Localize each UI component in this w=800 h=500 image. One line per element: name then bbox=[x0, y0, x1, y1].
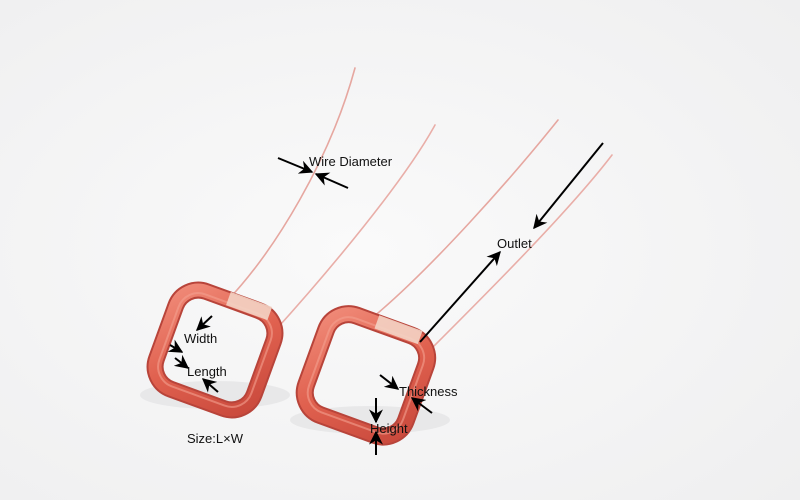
width-arrow bbox=[195, 315, 213, 331]
height-label: Height bbox=[370, 421, 408, 436]
left-coil-wires bbox=[227, 67, 436, 335]
length-label: Length bbox=[187, 364, 227, 379]
width-label: Width bbox=[184, 331, 218, 346]
wire-diameter-label: Wire Diameter bbox=[309, 154, 393, 169]
right-coil bbox=[295, 305, 437, 446]
thickness-arrow-2 bbox=[410, 397, 433, 414]
outlet-arrow-down bbox=[533, 142, 604, 230]
thickness-label: Thickness bbox=[399, 384, 458, 399]
length-arrow-2 bbox=[201, 378, 219, 393]
wire-diameter-arrow-2 bbox=[314, 172, 349, 189]
left-coil bbox=[146, 281, 284, 419]
annotation-arrows bbox=[167, 142, 604, 455]
thickness-arrow-1 bbox=[379, 374, 400, 390]
width-arrow-2 bbox=[167, 339, 184, 353]
outlet-label: Outlet bbox=[497, 236, 532, 251]
outlet-arrow-up bbox=[419, 250, 501, 343]
size-label: Size:L×W bbox=[187, 431, 243, 446]
right-coil-wires bbox=[371, 119, 613, 351]
wire-diameter-arrow-1 bbox=[277, 157, 314, 174]
length-arrow-1 bbox=[173, 354, 190, 369]
